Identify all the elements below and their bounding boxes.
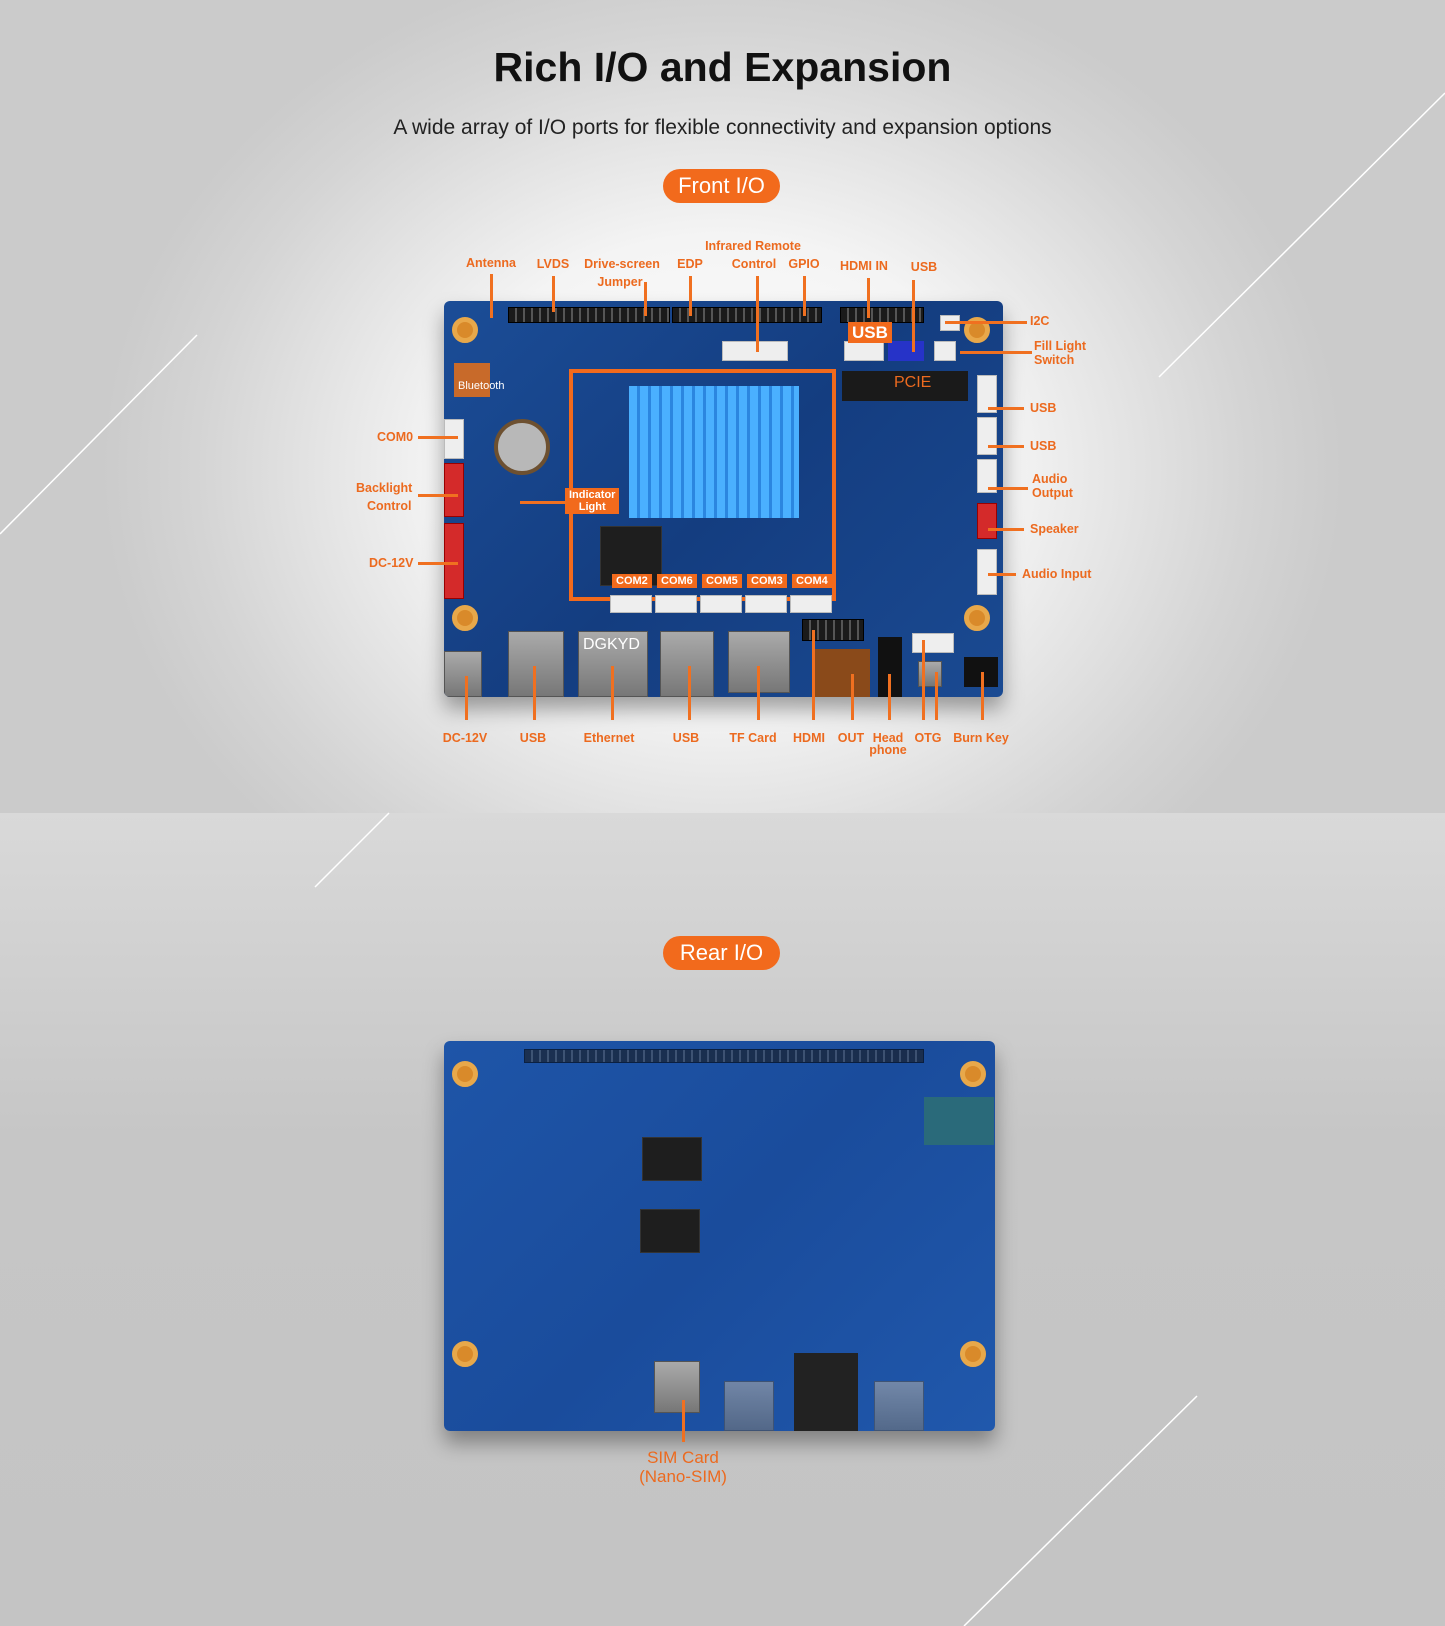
page-title: Rich I/O and Expansion	[493, 44, 952, 90]
leader-line	[803, 276, 806, 316]
leader-line	[988, 573, 1016, 576]
dc12v-bottom-label: DC-12V	[442, 731, 488, 745]
backlight-control-label: Control	[367, 499, 412, 513]
front-io-badge: Front I/O	[663, 169, 780, 203]
leader-line	[418, 436, 458, 439]
usb-top-label: USB	[910, 260, 938, 274]
ethernet-label: Ethernet	[583, 731, 635, 745]
page-subtitle: A wide array of I/O ports for flexible c…	[393, 116, 1052, 139]
audio-output-label-2: Output	[1032, 486, 1073, 500]
leader-line	[981, 672, 984, 720]
rear-io-badge: Rear I/O	[663, 936, 780, 970]
leader-line	[812, 630, 815, 720]
fill-light-label: Fill Light	[1034, 339, 1087, 353]
com5-label: COM5	[702, 574, 742, 588]
leader-line	[922, 640, 925, 720]
leader-line	[912, 280, 915, 352]
sim-card-label: SIM Card(Nano-SIM)	[639, 1448, 727, 1486]
leader-line	[988, 445, 1024, 448]
hdmi-label: HDMI	[793, 731, 825, 745]
burn-key-label: Burn Key	[953, 731, 1009, 745]
leader-line	[867, 278, 870, 318]
leader-line	[988, 407, 1024, 410]
leader-line	[520, 501, 566, 504]
com2-label: COM2	[612, 574, 652, 588]
leader-line	[644, 282, 647, 316]
tf-card-label: TF Card	[729, 731, 777, 745]
hdmi-in-label: HDMI IN	[840, 259, 888, 273]
infrared-control-label: Control	[731, 257, 777, 271]
audio-output-label: Audio	[1032, 472, 1068, 486]
usb-bottom-1-label: USB	[519, 731, 547, 745]
usb-right-2-label: USB	[1030, 439, 1057, 453]
dc12v-left-label: DC-12V	[369, 556, 414, 570]
infrared-label: Infrared Remote	[705, 239, 801, 253]
usb-onboard-label: USB	[848, 322, 892, 343]
leader-line	[756, 276, 759, 352]
leader-line	[888, 674, 891, 720]
i2c-label: I2C	[1030, 314, 1050, 328]
jumper-label: Jumper	[597, 275, 643, 289]
leader-line	[490, 274, 493, 318]
leader-line	[935, 672, 938, 720]
leader-line	[960, 351, 1032, 354]
leader-line	[533, 666, 536, 720]
headphone-label-2: phone	[869, 743, 907, 757]
leader-line	[988, 487, 1028, 490]
drive-screen-label: Drive-screen	[584, 257, 660, 271]
leader-line	[945, 321, 1027, 324]
speaker-label: Speaker	[1030, 522, 1079, 536]
leader-line	[988, 528, 1024, 531]
headphone-label: Head	[872, 731, 904, 745]
leader-line	[465, 676, 468, 720]
leader-line	[851, 674, 854, 720]
bluetooth-label: Bluetooth	[458, 380, 505, 392]
hdmi-out-label: OUT	[837, 731, 865, 745]
com0-label: COM0	[377, 430, 414, 444]
antenna-label: Antenna	[466, 256, 516, 270]
front-board-image: DGKYD	[444, 301, 1003, 697]
leader-line	[552, 276, 555, 312]
backlight-label: Backlight	[356, 481, 413, 495]
fill-light-switch-label: Switch	[1034, 353, 1075, 367]
edp-label: EDP	[677, 257, 703, 271]
leader-line	[418, 494, 458, 497]
gpio-label: GPIO	[788, 257, 820, 271]
lvds-label: LVDS	[536, 257, 570, 271]
com3-label: COM3	[747, 574, 787, 588]
leader-line	[611, 666, 614, 720]
com4-label: COM4	[792, 574, 832, 588]
rear-board-image	[444, 1041, 995, 1431]
audio-input-label: Audio Input	[1022, 567, 1092, 581]
leader-line	[682, 1400, 685, 1442]
pcie-label: PCIE	[894, 374, 932, 391]
leader-line	[418, 562, 458, 565]
otg-label: OTG	[914, 731, 942, 745]
leader-line	[688, 666, 691, 720]
usb-bottom-2-label: USB	[672, 731, 700, 745]
leader-line	[689, 276, 692, 316]
com6-label: COM6	[657, 574, 697, 588]
usb-right-1-label: USB	[1030, 401, 1057, 415]
leader-line	[757, 666, 760, 720]
